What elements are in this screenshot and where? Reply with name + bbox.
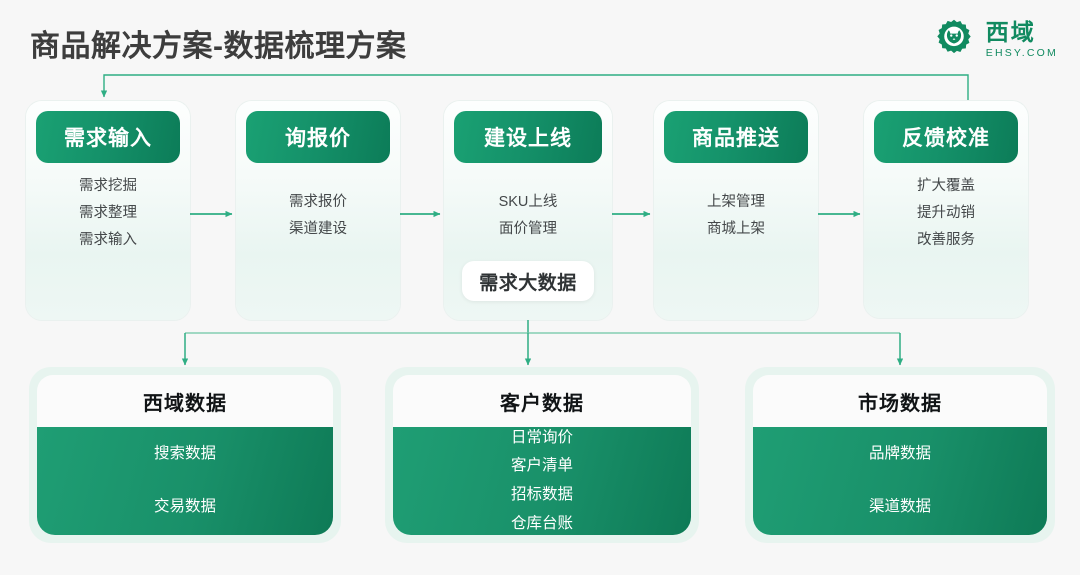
stage-card-1-title: 需求输入 (64, 127, 152, 150)
data-card-shichang[interactable]: 市场数据 品牌数据 渠道数据 (745, 367, 1055, 543)
data-card-shichang-items: 品牌数据 渠道数据 (753, 427, 1047, 535)
data-item: 渠道数据 (868, 498, 931, 515)
stage-card-5[interactable]: 反馈校准 扩大覆盖 提升动销 改善服务 (864, 101, 1028, 318)
stage-card-3-header: 建设上线 (454, 111, 602, 163)
stage-card-2-items: 需求报价 渠道建设 (236, 193, 400, 238)
bigdata-pill-label: 需求大数据 (479, 272, 577, 294)
data-card-kehu[interactable]: 客户数据 日常询价 客户清单 招标数据 仓库台账 (385, 367, 699, 543)
data-card-xiyu-title: 西域数据 (143, 392, 227, 415)
data-card-shichang-title: 市场数据 (858, 392, 942, 415)
data-card-xiyu-header: 西域数据 (37, 375, 333, 427)
stage-card-4-header: 商品推送 (664, 111, 808, 163)
stage-item: 商城上架 (707, 221, 765, 238)
stage-card-5-items: 扩大覆盖 提升动销 改善服务 (864, 177, 1028, 249)
stage-item: 需求挖掘 (79, 178, 137, 194)
stage-item: 面价管理 (499, 221, 557, 238)
stage-card-3-items: SKU上线 面价管理 (444, 193, 612, 238)
stage-card-4[interactable]: 商品推送 上架管理 商城上架 (654, 101, 818, 320)
data-card-xiyu-items: 搜索数据 交易数据 (37, 427, 333, 535)
stage-item: 提升动销 (917, 205, 975, 222)
stage-card-1-header: 需求输入 (36, 111, 180, 163)
bigdata-pill[interactable]: 需求大数据 (462, 261, 594, 301)
stage-item: 需求输入 (79, 232, 137, 249)
stage-card-2-title: 询报价 (285, 127, 351, 150)
stage-card-3-title: 建设上线 (484, 127, 572, 150)
feedback-loop-arrow (100, 74, 969, 100)
logo-en-text: EHSY.COM (985, 47, 1058, 60)
data-item: 交易数据 (153, 498, 216, 515)
data-card-kehu-header: 客户数据 (393, 375, 691, 427)
stage-item: 改善服务 (917, 232, 975, 249)
stage-item: 渠道建设 (289, 221, 347, 238)
data-item: 搜索数据 (153, 445, 216, 463)
logo-cn-text: 西域 (985, 19, 1036, 46)
data-card-shichang-header: 市场数据 (753, 375, 1047, 427)
data-card-kehu-items: 日常询价 客户清单 招标数据 仓库台账 (393, 427, 691, 535)
stage-item: SKU上线 (498, 194, 558, 210)
data-card-xiyu[interactable]: 西域数据 搜索数据 交易数据 (29, 367, 341, 543)
stage-card-2-header: 询报价 (246, 111, 390, 163)
stage-card-4-items: 上架管理 商城上架 (654, 193, 818, 238)
stage-card-1-items: 需求挖掘 需求整理 需求输入 (26, 177, 190, 249)
stage-card-5-title: 反馈校准 (902, 127, 990, 150)
stage-item: 上架管理 (707, 194, 765, 210)
stage-card-5-header: 反馈校准 (874, 111, 1018, 163)
data-card-kehu-title: 客户数据 (500, 392, 584, 415)
data-item: 仓库台账 (510, 514, 573, 532)
data-item: 日常询价 (510, 428, 573, 446)
data-item: 客户清单 (510, 457, 573, 475)
stage-item: 扩大覆盖 (917, 178, 975, 194)
gear-lion-logo-icon (937, 19, 971, 54)
page-title: 商品解决方案-数据梳理方案 (30, 30, 407, 63)
data-item: 招标数据 (510, 486, 573, 503)
stage-card-1[interactable]: 需求输入 需求挖掘 需求整理 需求输入 (26, 101, 190, 320)
stage-item: 需求报价 (289, 194, 347, 210)
stage-card-2[interactable]: 询报价 需求报价 渠道建设 (236, 101, 400, 320)
stage-card-4-title: 商品推送 (692, 127, 780, 150)
data-item: 品牌数据 (868, 445, 931, 463)
brand-logo: 西域 EHSY.COM (932, 18, 1058, 62)
stage-item: 需求整理 (79, 205, 137, 222)
